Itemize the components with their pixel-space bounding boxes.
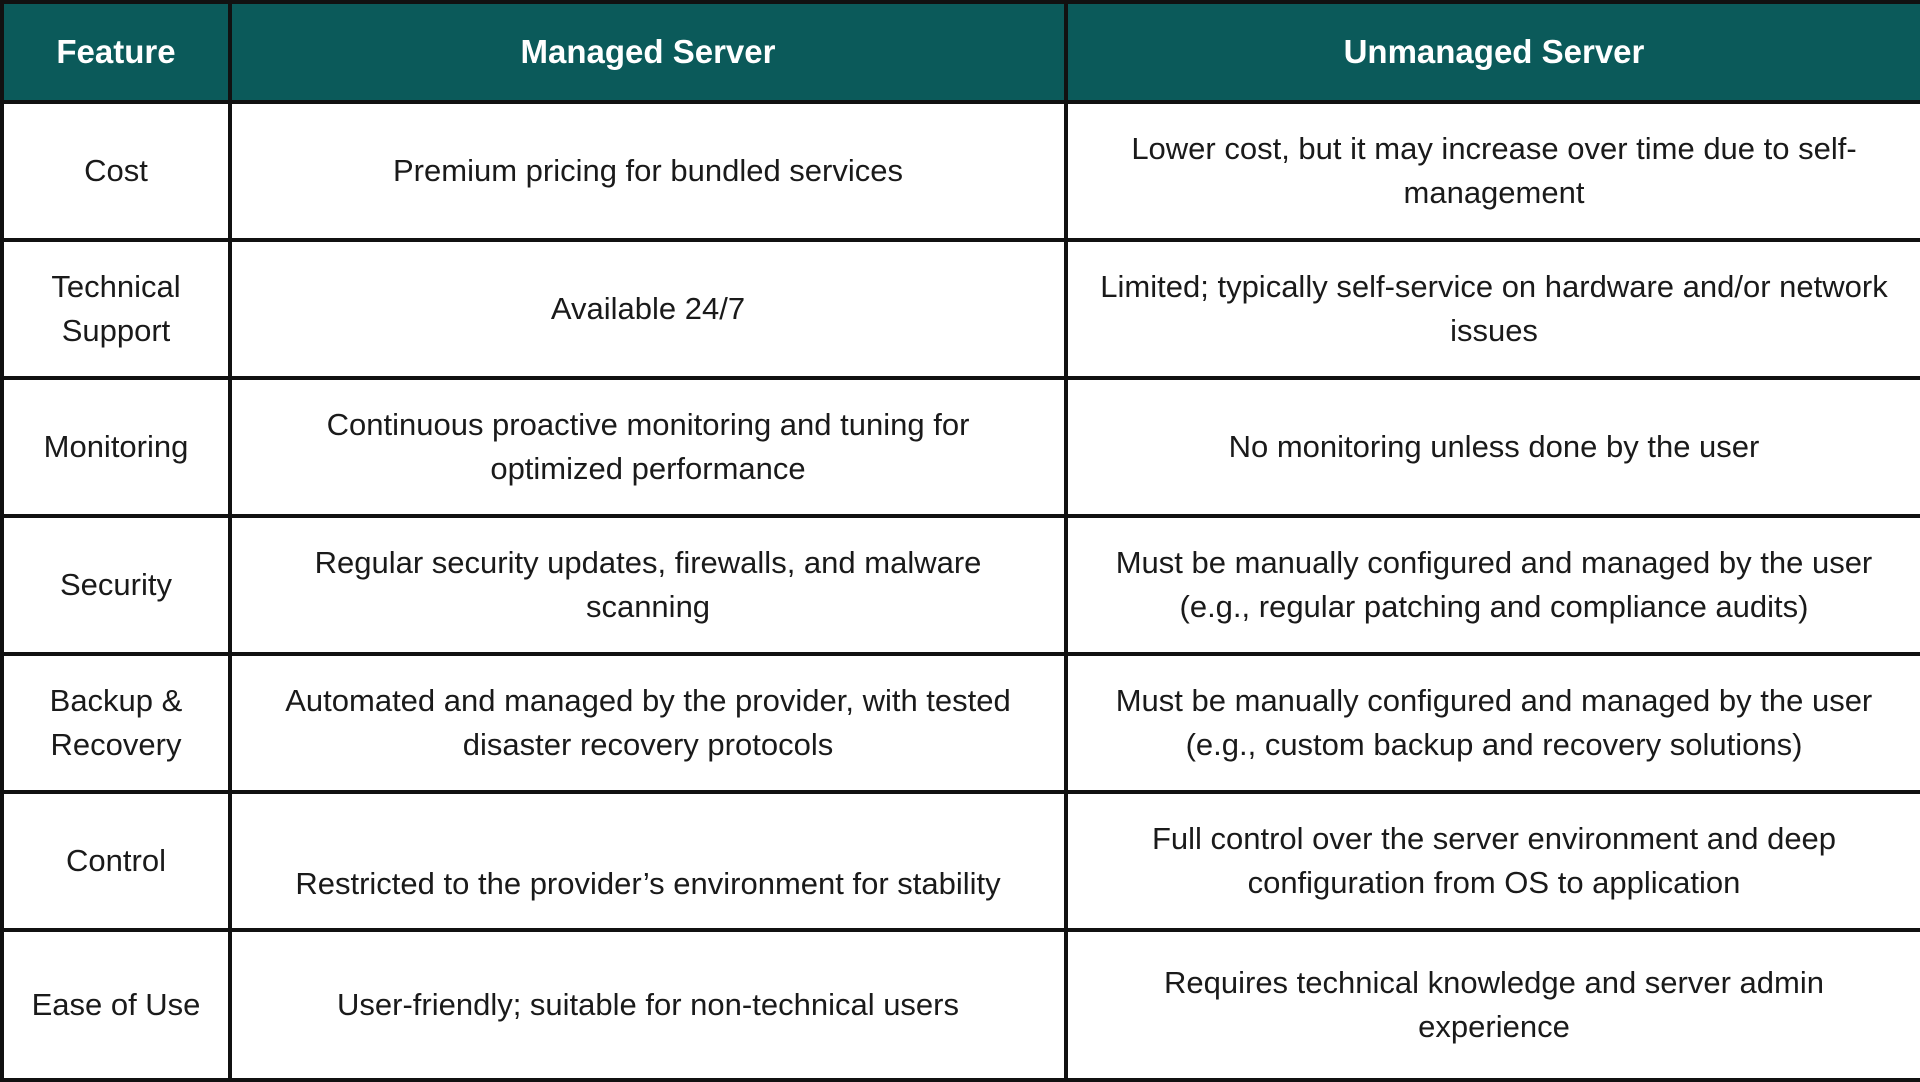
- feature-cell: Cost: [0, 100, 232, 242]
- table-row: Ease of Use User-friendly; suitable for …: [0, 928, 1920, 1082]
- table-row: Backup & Recovery Automated and managed …: [0, 652, 1920, 794]
- managed-cell: Premium pricing for bundled services: [228, 100, 1068, 242]
- header-unmanaged-server: Unmanaged Server: [1064, 0, 1920, 104]
- table-row: Technical Support Available 24/7 Limited…: [0, 238, 1920, 380]
- unmanaged-cell: Requires technical knowledge and server …: [1064, 928, 1920, 1082]
- header-managed-server: Managed Server: [228, 0, 1068, 104]
- table-row: Cost Premium pricing for bundled service…: [0, 100, 1920, 242]
- unmanaged-cell: Must be manually configured and managed …: [1064, 514, 1920, 656]
- unmanaged-cell: Lower cost, but it may increase over tim…: [1064, 100, 1920, 242]
- managed-cell: Automated and managed by the provider, w…: [228, 652, 1068, 794]
- table-body: Cost Premium pricing for bundled service…: [0, 100, 1920, 1082]
- unmanaged-cell: Limited; typically self-service on hardw…: [1064, 238, 1920, 380]
- managed-cell: Available 24/7: [228, 238, 1068, 380]
- table-row: Security Regular security updates, firew…: [0, 514, 1920, 656]
- table-header: Feature Managed Server Unmanaged Server: [0, 0, 1920, 104]
- table-row: Control Restricted to the provider’s env…: [0, 790, 1920, 932]
- table-row: Monitoring Continuous proactive monitori…: [0, 376, 1920, 518]
- unmanaged-cell: No monitoring unless done by the user: [1064, 376, 1920, 518]
- feature-cell: Ease of Use: [0, 928, 232, 1082]
- managed-cell: Regular security updates, firewalls, and…: [228, 514, 1068, 656]
- unmanaged-cell: Must be manually configured and managed …: [1064, 652, 1920, 794]
- feature-cell: Monitoring: [0, 376, 232, 518]
- feature-cell: Security: [0, 514, 232, 656]
- managed-cell: Restricted to the provider’s environment…: [228, 790, 1068, 932]
- feature-cell: Backup & Recovery: [0, 652, 232, 794]
- feature-cell: Control: [0, 790, 232, 932]
- managed-cell: User-friendly; suitable for non-technica…: [228, 928, 1068, 1082]
- feature-cell: Technical Support: [0, 238, 232, 380]
- header-row: Feature Managed Server Unmanaged Server: [0, 0, 1920, 104]
- unmanaged-cell: Full control over the server environment…: [1064, 790, 1920, 932]
- managed-cell: Continuous proactive monitoring and tuni…: [228, 376, 1068, 518]
- header-feature: Feature: [0, 0, 232, 104]
